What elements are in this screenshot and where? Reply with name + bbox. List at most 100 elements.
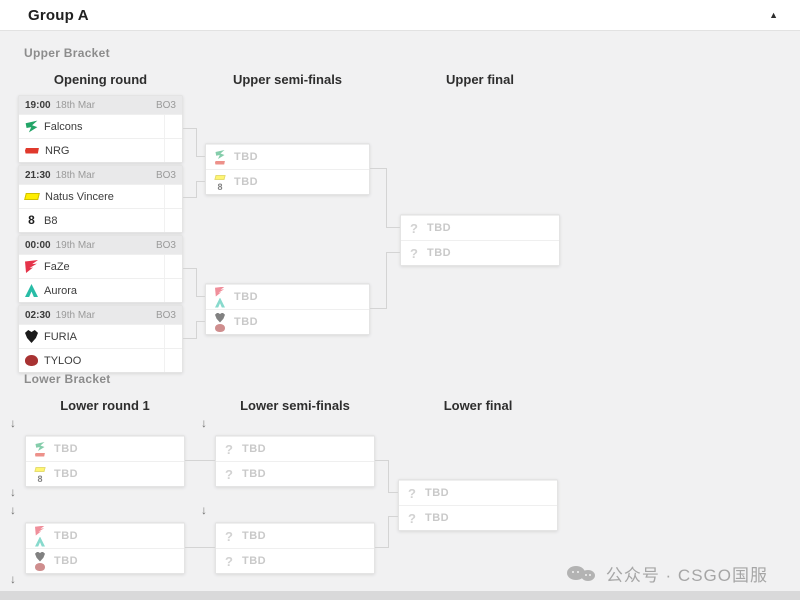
- lower-semifinal-card-1[interactable]: ? TBD ? TBD: [215, 435, 375, 487]
- team-row[interactable]: FURIA: [19, 324, 182, 348]
- match-card-navi-b8[interactable]: 21:30 18th Mar BO3 Natus Vincere B8: [18, 165, 183, 233]
- score-cell: [164, 139, 176, 162]
- match-card-falcons-nrg[interactable]: 19:00 18th Mar BO3 Falcons NRG: [18, 95, 183, 163]
- falcons-logo: [35, 442, 45, 451]
- score-cell: [164, 349, 176, 372]
- match-date: 18th Mar: [55, 99, 96, 111]
- lower-round1-card-2[interactable]: TBD TBD: [25, 522, 185, 574]
- team-name: Natus Vincere: [45, 190, 114, 203]
- lower-final-card[interactable]: ? TBD ? TBD: [398, 479, 558, 531]
- upper-final-card[interactable]: ? TBD ? TBD: [400, 214, 560, 266]
- tbd-slot[interactable]: TBD: [26, 523, 184, 548]
- candidate-logos: [212, 150, 228, 165]
- bracket-connector: [388, 516, 389, 548]
- aurora-logo: [35, 536, 45, 547]
- faze-logo: [25, 260, 38, 273]
- tbd-slot[interactable]: TBD: [206, 169, 369, 194]
- unknown-team-icon: ?: [225, 553, 233, 569]
- column-header-upper-semi-finals: Upper semi-finals: [232, 72, 343, 87]
- bottom-strip: [0, 591, 800, 600]
- tbd-slot[interactable]: ? TBD: [401, 215, 559, 240]
- tbd-label: TBD: [54, 443, 79, 455]
- match-header: 21:30 18th Mar BO3: [19, 166, 182, 184]
- score-cell: [164, 279, 176, 302]
- upper-semifinal-card-1[interactable]: TBD TBD: [205, 143, 370, 195]
- bracket-connector: [386, 252, 387, 309]
- aurora-logo: [215, 297, 225, 308]
- tbd-slot[interactable]: ? TBD: [216, 436, 374, 461]
- collapse-caret-icon[interactable]: ▲: [769, 10, 778, 20]
- bracket-connector: [185, 547, 215, 548]
- lower-round1-card-1[interactable]: TBD TBD: [25, 435, 185, 487]
- match-card-furia-tyloo[interactable]: 02:30 19th Mar BO3 FURIA TYLOO: [18, 305, 183, 373]
- tbd-slot[interactable]: ? TBD: [399, 480, 557, 505]
- team-row[interactable]: NRG: [19, 138, 182, 162]
- unknown-team-icon: ?: [410, 245, 418, 261]
- natus-vincere-logo: [34, 466, 46, 472]
- match-card-faze-aurora[interactable]: 00:00 19th Mar BO3 FaZe Aurora: [18, 235, 183, 303]
- match-date: 19th Mar: [55, 309, 96, 321]
- column-header-lower-round-1: Lower round 1: [60, 398, 150, 413]
- team-row[interactable]: B8: [19, 208, 182, 232]
- unknown-team-icon: ?: [408, 485, 416, 501]
- score-cell: [164, 185, 176, 208]
- tbd-label: TBD: [242, 468, 267, 480]
- falcons-logo: [215, 150, 225, 159]
- candidate-logos: [212, 286, 228, 308]
- tyloo-logo: [35, 562, 45, 571]
- match-format: BO3: [155, 99, 176, 111]
- tbd-label: TBD: [54, 530, 79, 542]
- candidate-logos: [32, 551, 48, 571]
- tbd-slot[interactable]: ? TBD: [399, 505, 557, 530]
- tbd-slot[interactable]: ? TBD: [401, 240, 559, 265]
- bracket-connector: [196, 128, 197, 157]
- team-row[interactable]: TYLOO: [19, 348, 182, 372]
- match-header: 19:00 18th Mar BO3: [19, 96, 182, 114]
- bracket-connector: [196, 321, 197, 339]
- bracket-connector: [196, 181, 205, 182]
- bracket-connector: [386, 168, 387, 228]
- team-row[interactable]: FaZe: [19, 254, 182, 278]
- bracket-connector: [370, 308, 387, 309]
- bracket-connector: [388, 460, 389, 493]
- tbd-slot[interactable]: TBD: [206, 144, 369, 169]
- drop-down-arrow-icon: ↓: [201, 416, 207, 430]
- team-row[interactable]: Falcons: [19, 114, 182, 138]
- tbd-label: TBD: [427, 247, 452, 259]
- lower-semifinal-card-2[interactable]: ? TBD ? TBD: [215, 522, 375, 574]
- bracket-connector: [196, 181, 197, 198]
- match-time: 19:00: [25, 99, 51, 111]
- bracket-connector: [183, 197, 196, 198]
- team-row[interactable]: Aurora: [19, 278, 182, 302]
- aurora-logo: [25, 284, 38, 297]
- tbd-slot[interactable]: ? TBD: [216, 548, 374, 573]
- tbd-slot[interactable]: TBD: [26, 461, 184, 486]
- tbd-slot[interactable]: TBD: [26, 436, 184, 461]
- upper-semifinal-card-2[interactable]: TBD TBD: [205, 283, 370, 335]
- team-row[interactable]: Natus Vincere: [19, 184, 182, 208]
- match-format: BO3: [155, 239, 176, 251]
- tbd-slot[interactable]: TBD: [26, 548, 184, 573]
- column-header-opening-round: Opening round: [53, 72, 148, 87]
- team-name: TYLOO: [44, 354, 82, 367]
- match-time: 21:30: [25, 169, 51, 181]
- tbd-slot[interactable]: TBD: [206, 284, 369, 309]
- group-header[interactable]: Group A ▲: [0, 0, 800, 31]
- bracket-connector: [183, 128, 196, 129]
- drop-down-arrow-icon: ↓: [201, 503, 207, 517]
- score-cell: [164, 325, 176, 348]
- tbd-slot[interactable]: ? TBD: [216, 461, 374, 486]
- falcons-logo: [25, 120, 38, 133]
- drop-down-arrow-icon: ↓: [10, 416, 16, 430]
- team-name: FURIA: [44, 330, 77, 343]
- tbd-label: TBD: [234, 176, 259, 188]
- score-cell: [164, 209, 176, 232]
- drop-down-arrow-icon: ↓: [10, 572, 16, 586]
- tbd-slot[interactable]: TBD: [206, 309, 369, 334]
- natus-vincere-logo: [214, 174, 226, 180]
- bracket-connector: [185, 460, 215, 461]
- bracket-connector: [183, 338, 196, 339]
- bracket-connector: [196, 268, 197, 297]
- tbd-slot[interactable]: ? TBD: [216, 523, 374, 548]
- faze-logo: [215, 286, 225, 297]
